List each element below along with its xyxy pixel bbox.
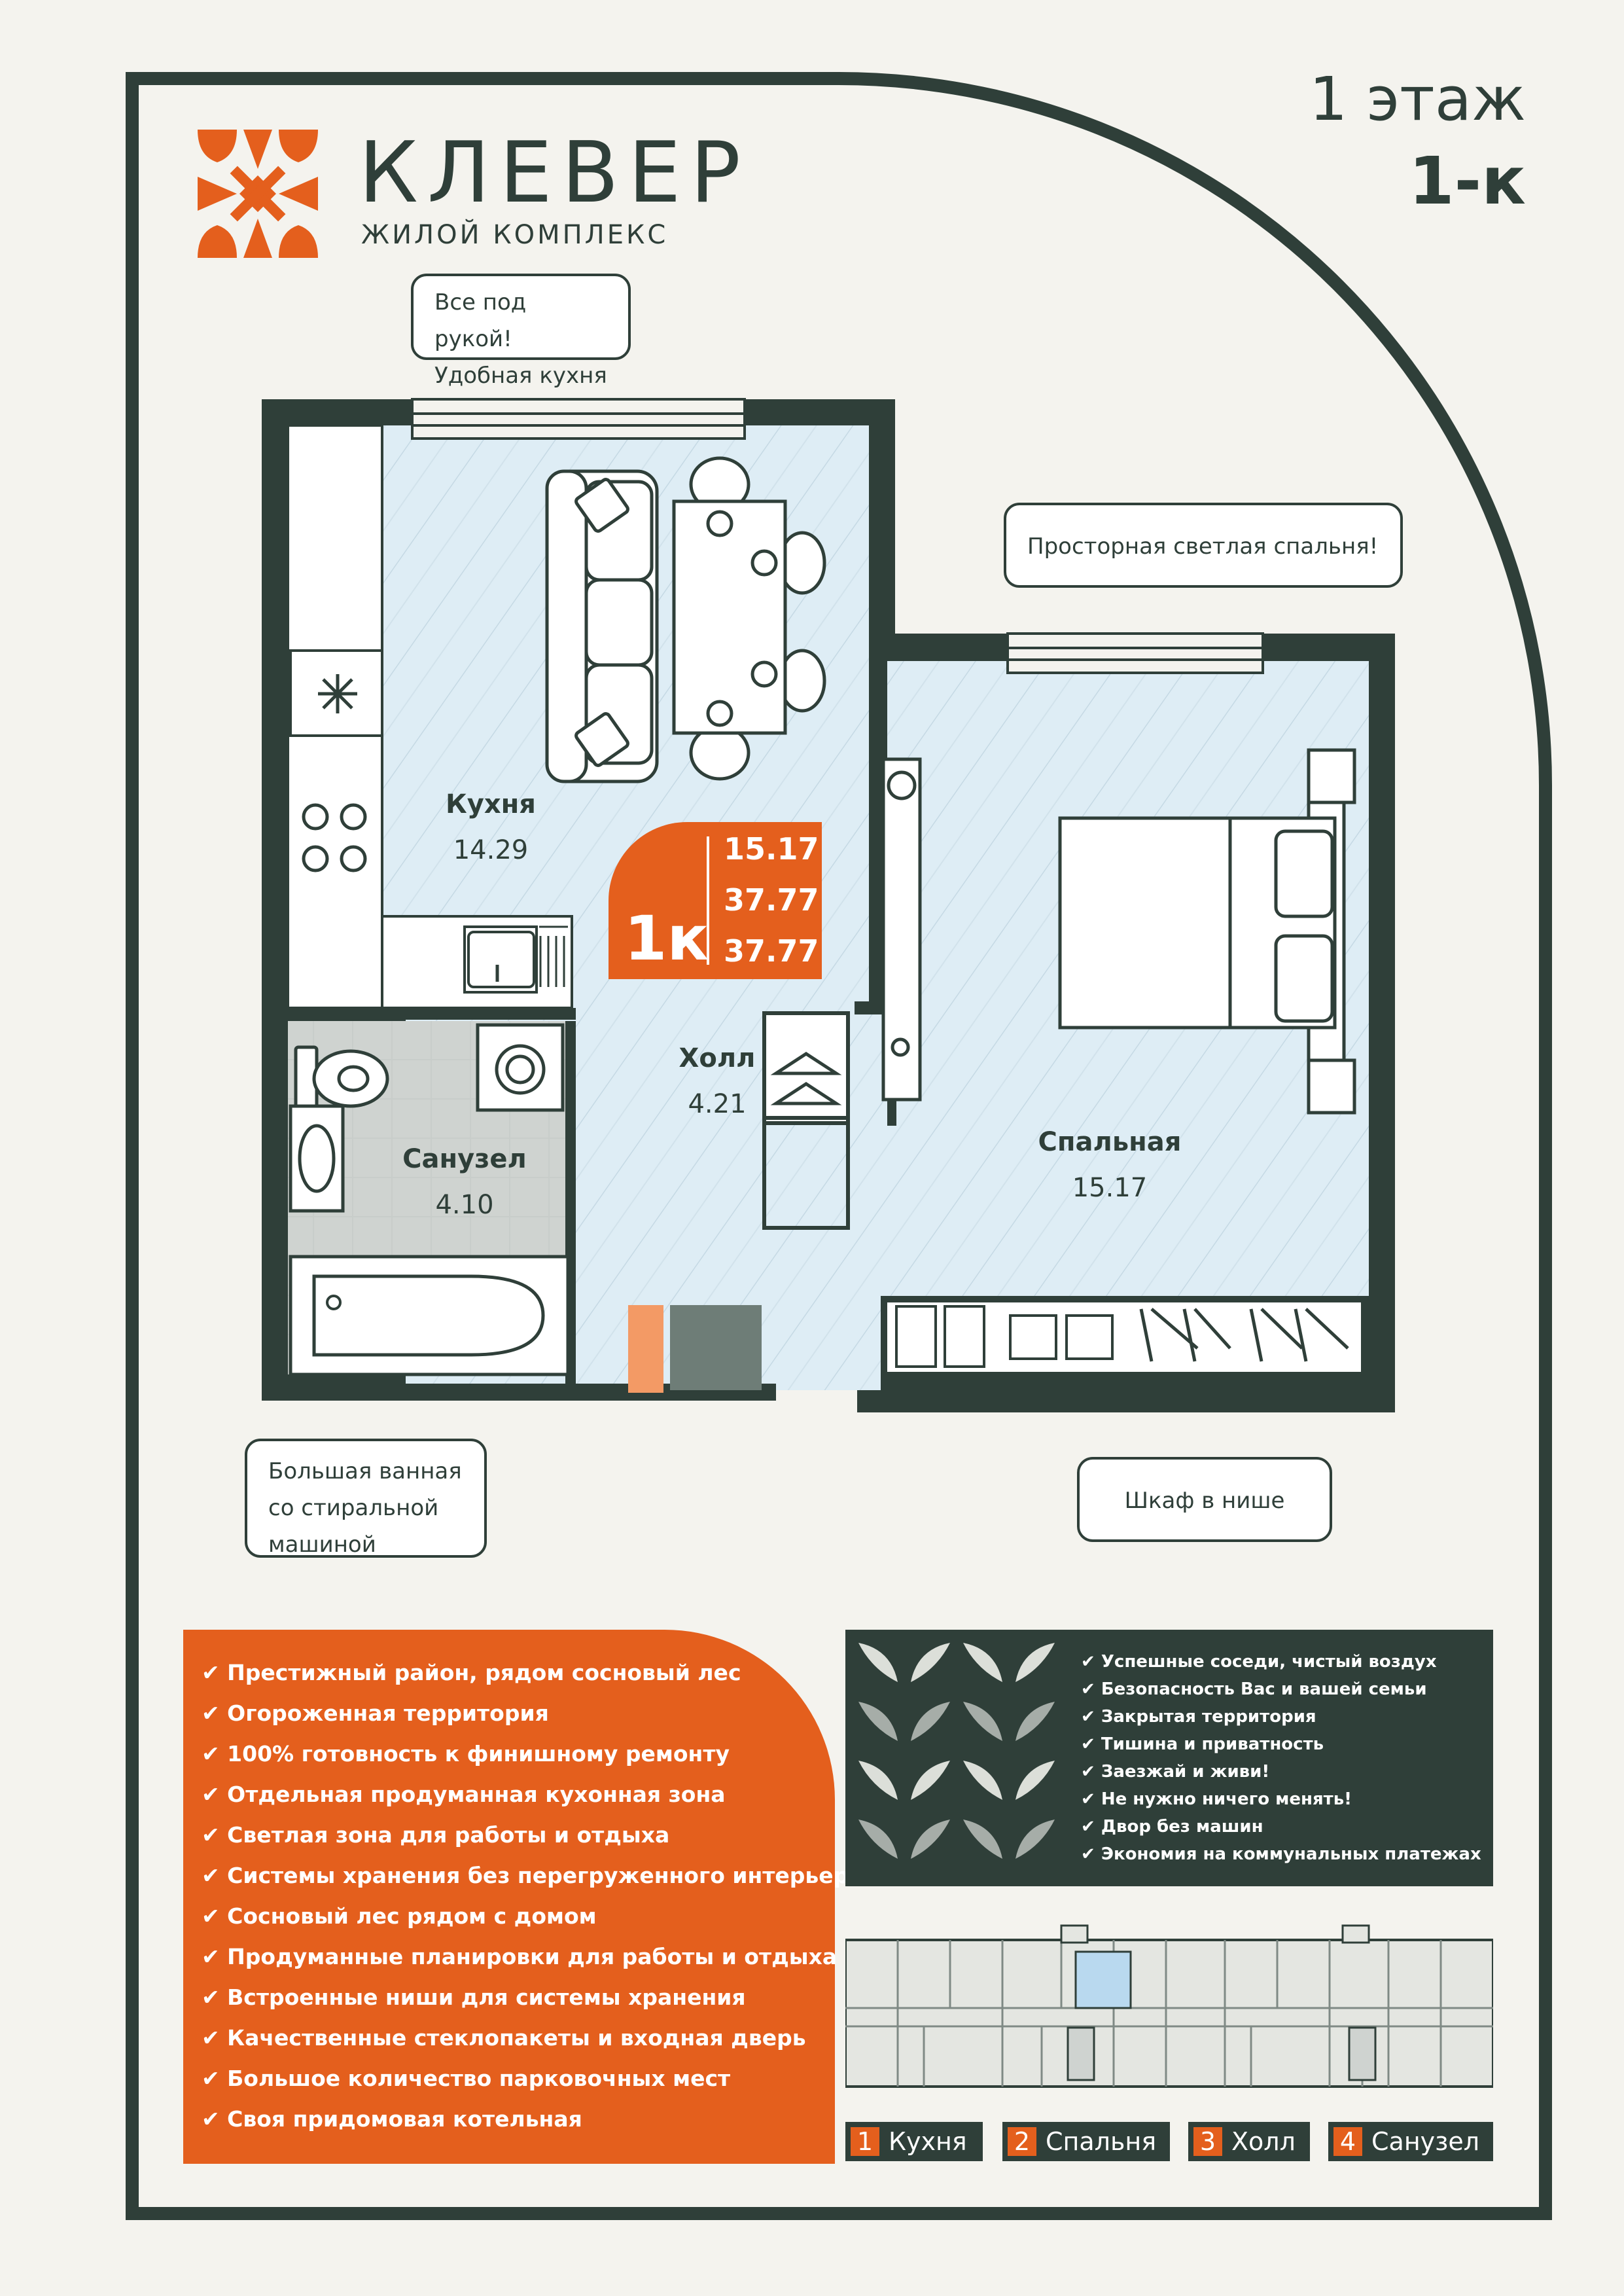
feature-item: ✔ Сосновый лес рядом с домом — [202, 1903, 597, 1929]
checkmark-icon: ✔ — [202, 1903, 220, 1929]
bathroom-callout: Большая ванная со стиральной машиной — [245, 1439, 487, 1558]
clover-logo-icon — [198, 130, 318, 258]
badge-total-area-2: 37.77 — [724, 933, 819, 969]
room-area-hall: 4.21 — [688, 1089, 747, 1119]
feature-item: ✔ Безопасность Вас и вашей семьи — [1081, 1679, 1427, 1699]
feature-item: ✔ Системы хранения без перегруженного ин… — [202, 1863, 864, 1888]
checkmark-icon: ✔ — [202, 1944, 220, 1969]
room-name-hall: Холл — [679, 1043, 756, 1073]
feature-item: ✔ Светлая зона для работы и отдыха — [202, 1822, 670, 1848]
checkmark-icon: ✔ — [202, 1822, 220, 1848]
feature-item: ✔ Отдельная продуманная кухонная зона — [202, 1782, 726, 1807]
legend-item-bathroom: 4 Санузел — [1328, 2122, 1493, 2161]
checkmark-icon: ✔ — [1081, 1844, 1095, 1864]
room-area-bathroom: 4.10 — [435, 1190, 494, 1220]
stove-icon — [302, 803, 367, 872]
toilet-icon — [294, 1045, 389, 1112]
feature-item: ✔ Качественные стеклопакеты и входная дв… — [202, 2025, 806, 2051]
checkmark-icon: ✔ — [1081, 1817, 1095, 1837]
checkmark-icon: ✔ — [202, 2066, 220, 2091]
checkmark-icon: ✔ — [1081, 1652, 1095, 1672]
floor-label: 1 этаж — [1309, 64, 1526, 134]
checkmark-icon: ✔ — [202, 1741, 220, 1767]
features-panel-main: ✔ Престижный район, рядом сосновый лес ✔… — [183, 1630, 864, 2164]
checkmark-icon: ✔ — [1081, 1789, 1095, 1809]
room-area-bedroom: 15.17 — [1072, 1173, 1148, 1203]
area-badge: 1к 15.17 37.77 37.77 — [609, 822, 822, 979]
feature-item: ✔ Не нужно ничего менять! — [1081, 1789, 1352, 1809]
bedroom-callout: Просторная светлая спальня! — [1004, 503, 1403, 588]
bathroom-sink-icon — [289, 1104, 345, 1213]
legend-item-kitchen: 1 Кухня — [845, 2122, 983, 2161]
checkmark-icon: ✔ — [202, 2025, 220, 2051]
badge-living-area: 15.17 — [724, 831, 819, 867]
hanger-icon — [770, 1052, 842, 1105]
checkmark-icon: ✔ — [202, 2106, 220, 2132]
brand-name: КЛЕВЕР — [359, 124, 750, 222]
feature-item: ✔ Встроенные ниши для системы хранения — [202, 1984, 746, 2010]
feature-item: ✔ Престижный район, рядом сосновый лес — [202, 1660, 741, 1685]
floor-overview-map — [845, 1924, 1493, 2088]
features-panel-secondary: ✔ Успешные соседи, чистый воздух ✔ Безоп… — [845, 1630, 1493, 1886]
room-area-kitchen: 14.29 — [453, 835, 529, 865]
feature-item: ✔ Двор без машин — [1081, 1817, 1263, 1837]
checkmark-icon: ✔ — [202, 1782, 220, 1807]
feature-item: ✔ Своя придомовая котельная — [202, 2106, 582, 2132]
badge-total-area: 37.77 — [724, 882, 819, 918]
feature-item: ✔ Огороженная территория — [202, 1700, 549, 1726]
wardrobe-callout: Шкаф в нише — [1077, 1457, 1332, 1542]
dining-table-icon — [672, 456, 826, 781]
feature-item: ✔ Успешные соседи, чистый воздух — [1081, 1652, 1437, 1672]
bathtub-icon — [289, 1255, 570, 1376]
feature-item: ✔ Закрытая территория — [1081, 1707, 1316, 1727]
sofa-icon — [545, 469, 659, 783]
bed-icon — [1058, 748, 1356, 1115]
brand-subtitle: ЖИЛОЙ КОМПЛЕКС — [361, 220, 669, 250]
checkmark-icon: ✔ — [1081, 1734, 1095, 1754]
checkmark-icon: ✔ — [1081, 1707, 1095, 1727]
legend-item-bedroom: 2 Спальня — [1002, 2122, 1170, 2161]
sink-icon — [463, 925, 568, 994]
feature-item: ✔ Экономия на коммунальных платежах — [1081, 1844, 1481, 1864]
feature-item: ✔ 100% готовность к финишному ремонту — [202, 1741, 730, 1767]
fridge-icon — [289, 649, 383, 737]
checkmark-icon: ✔ — [1081, 1762, 1095, 1782]
feature-item: ✔ Заезжай и живи! — [1081, 1762, 1270, 1782]
kitchen-callout: Все под рукой! Удобная кухня — [411, 274, 631, 389]
checkmark-icon: ✔ — [202, 1984, 220, 2010]
leaf-pattern-icon — [858, 1643, 1055, 1859]
checkmark-icon: ✔ — [202, 1660, 220, 1685]
feature-item: ✔ Продуманные планировки для работы и от… — [202, 1944, 838, 1969]
room-name-kitchen: Кухня — [446, 789, 536, 819]
feature-item: ✔ Большое количество парковочных мест — [202, 2066, 731, 2091]
room-name-bedroom: Спальная — [1038, 1127, 1182, 1157]
checkmark-icon: ✔ — [202, 1700, 220, 1726]
room-name-bathroom: Санузел — [402, 1144, 527, 1174]
badge-unit-type: 1к — [624, 903, 709, 975]
feature-item: ✔ Тишина и приватность — [1081, 1734, 1324, 1754]
checkmark-icon: ✔ — [1081, 1679, 1095, 1699]
unit-type-label: 1-к — [1409, 143, 1526, 219]
floor-plan — [262, 398, 1395, 1412]
checkmark-icon: ✔ — [202, 1863, 220, 1888]
washer-icon — [476, 1023, 565, 1112]
legend-item-hall: 3 Холл — [1188, 2122, 1310, 2161]
